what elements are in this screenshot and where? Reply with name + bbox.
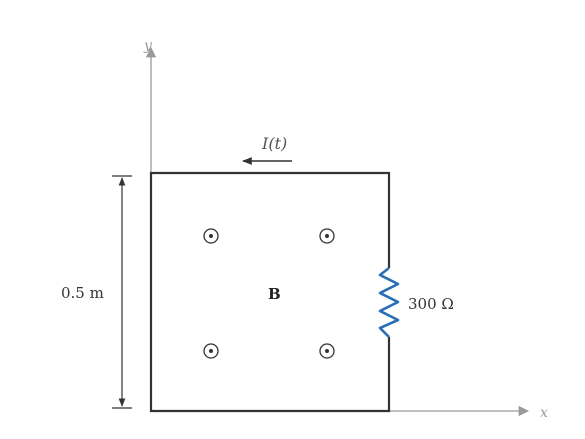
resistor-label: 300 Ω bbox=[408, 295, 454, 313]
current-label-paren: (t) bbox=[268, 134, 287, 153]
x-axis-label: x bbox=[540, 405, 548, 421]
y-axis-label: y bbox=[143, 38, 153, 54]
current-label-main: I bbox=[261, 134, 269, 153]
dimension-label-bg bbox=[58, 282, 118, 304]
field-label: B bbox=[268, 285, 281, 303]
wire-loop bbox=[149, 171, 391, 413]
dimension-label: 0.5 m bbox=[61, 284, 104, 302]
field-out-symbol-bottom-right bbox=[319, 343, 335, 359]
current-label: I(t) bbox=[261, 134, 287, 153]
field-out-symbol-top-left bbox=[203, 228, 219, 244]
field-out-symbol-top-right bbox=[319, 228, 335, 244]
resistor-zigzag bbox=[378, 266, 400, 338]
field-out-symbol-bottom-left bbox=[203, 343, 219, 359]
